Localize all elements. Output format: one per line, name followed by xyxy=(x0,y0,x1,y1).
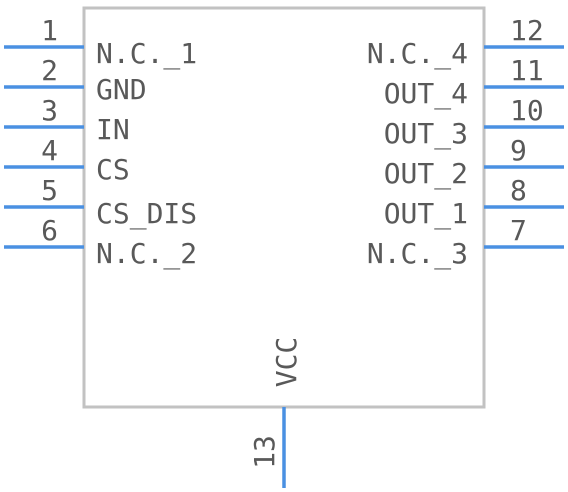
pin-11-number: 11 xyxy=(510,54,544,87)
pin-8-label: OUT_1 xyxy=(384,197,468,231)
pin-9[interactable]: 9 OUT_2 xyxy=(384,134,564,191)
pin-1-number: 1 xyxy=(41,14,58,47)
pin-12-label: N.C._4 xyxy=(367,37,468,71)
pin-6[interactable]: 6 N.C._2 xyxy=(4,214,197,271)
pin-7-number: 7 xyxy=(510,214,527,247)
pin-2-number: 2 xyxy=(41,54,58,87)
pin-2[interactable]: 2 GND xyxy=(4,54,147,106)
pin-12-number: 12 xyxy=(510,14,544,47)
pin-4[interactable]: 4 CS xyxy=(4,134,130,186)
pin-6-label: N.C._2 xyxy=(96,237,197,271)
pin-5-label: CS_DIS xyxy=(96,197,197,231)
pin-1-label: N.C._1 xyxy=(96,37,197,71)
pin-3-label: IN xyxy=(96,113,130,146)
pin-3-number: 3 xyxy=(41,94,58,127)
pin-4-label: CS xyxy=(96,153,130,186)
pin-11-label: OUT_4 xyxy=(384,77,468,111)
pin-13-number: 13 xyxy=(248,435,281,469)
pin-10[interactable]: 10 OUT_3 xyxy=(384,94,564,151)
pin-13[interactable]: 13 VCC xyxy=(248,337,303,488)
pin-9-number: 9 xyxy=(510,134,527,167)
pin-7-label: N.C._3 xyxy=(367,237,468,271)
pin-5[interactable]: 5 CS_DIS xyxy=(4,174,197,231)
pin-1[interactable]: 1 N.C._1 xyxy=(4,14,197,71)
pin-8[interactable]: 8 OUT_1 xyxy=(384,174,564,231)
pin-3[interactable]: 3 IN xyxy=(4,94,130,146)
pin-10-label: OUT_3 xyxy=(384,117,468,151)
component-body xyxy=(82,6,486,409)
pin-4-number: 4 xyxy=(41,134,58,167)
pin-2-label: GND xyxy=(96,73,147,106)
pin-8-number: 8 xyxy=(510,174,527,207)
pin-9-label: OUT_2 xyxy=(384,157,468,191)
pin-11[interactable]: 11 OUT_4 xyxy=(384,54,564,111)
pin-10-number: 10 xyxy=(510,94,544,127)
pin-6-number: 6 xyxy=(41,214,58,247)
pin-5-number: 5 xyxy=(41,174,58,207)
pin-12[interactable]: 12 N.C._4 xyxy=(367,14,564,71)
pin-13-label: VCC xyxy=(270,337,303,388)
pin-7[interactable]: 7 N.C._3 xyxy=(367,214,564,271)
